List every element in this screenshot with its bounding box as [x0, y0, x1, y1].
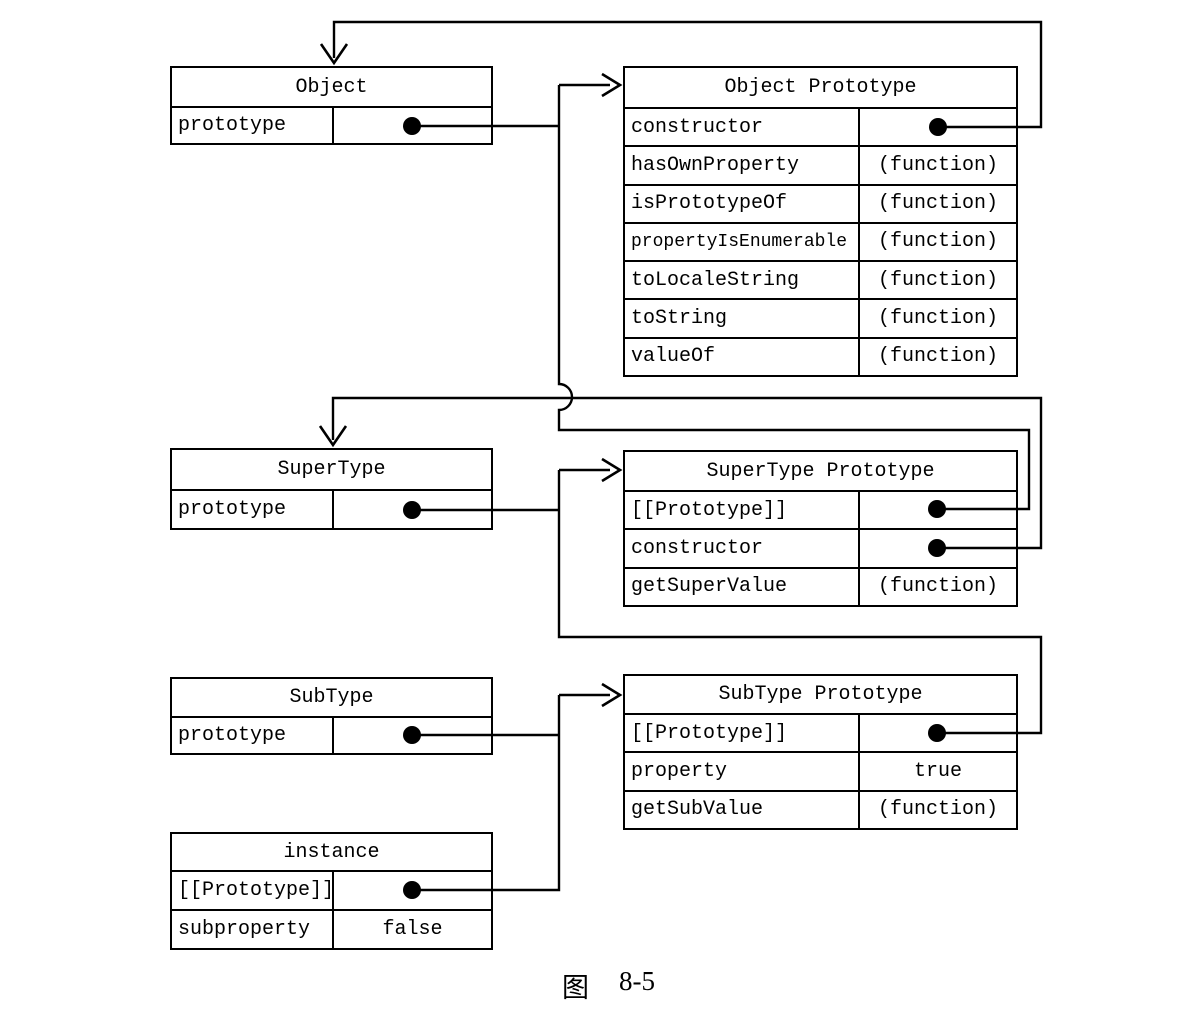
property-name: prototype [172, 108, 334, 143]
object-prototype-box-title: Object Prototype [625, 68, 1016, 109]
subproperty-row: subproperty false [172, 911, 491, 948]
property-value: (function) [877, 192, 999, 216]
property-name: property [625, 753, 860, 790]
property-value: true [913, 759, 962, 783]
subtype-prototype-box-title: SubType Prototype [625, 676, 1016, 715]
property-name: toLocaleString [625, 262, 860, 299]
propertyisenumerable-row: propertyIsEnumerable (function) [625, 223, 1016, 263]
property-name: constructor [625, 109, 860, 146]
object-prototype-row: prototype [172, 108, 491, 143]
valueof-row: valueOf (function) [625, 338, 1016, 375]
property-value: (function) [877, 153, 999, 177]
property-name: hasOwnProperty [625, 147, 860, 184]
subtype-prototype-box: SubType Prototype [[Prototype]] property… [623, 674, 1018, 830]
constructor-row: constructor [625, 530, 1016, 569]
instance-box: instance [[Prototype]] subproperty false [170, 832, 493, 950]
constructor-row: constructor [625, 109, 1016, 148]
property-value [334, 108, 491, 143]
property-name: getSubValue [625, 791, 860, 828]
tolocalestring-row: toLocaleString (function) [625, 262, 1016, 301]
object-box-title: Object [172, 68, 491, 108]
property-value [334, 872, 491, 909]
subtype-box-title: SubType [172, 679, 491, 718]
property-value [334, 491, 491, 528]
property-value: (function) [877, 268, 999, 292]
figure-caption-number: 8-5 [619, 966, 655, 996]
property-name: getSuperValue [625, 568, 860, 605]
proto-slot-row: [[Prototype]] [625, 492, 1016, 531]
supertype-prototype-box-title: SuperType Prototype [625, 452, 1016, 492]
property-value: (function) [877, 307, 999, 331]
property-name: propertyIsEnumerable [625, 223, 860, 261]
figure-caption-label: 图 [562, 973, 589, 1003]
supertype-box-title: SuperType [172, 450, 491, 491]
arrowhead-into-subtypeprototype [601, 682, 623, 708]
property-value: (function) [877, 575, 999, 599]
property-value [860, 109, 1016, 145]
property-name: subproperty [172, 911, 334, 948]
supertype-prototype-row: prototype [172, 491, 491, 528]
proto-slot-row: [[Prototype]] [625, 715, 1016, 754]
instance-box-title: instance [172, 834, 491, 872]
isprototypeof-row: isPrototypeOf (function) [625, 185, 1016, 224]
supertype-prototype-box: SuperType Prototype [[Prototype]] constr… [623, 450, 1018, 607]
proto-slot-row: [[Prototype]] [172, 872, 491, 911]
property-name: prototype [172, 491, 334, 528]
getsubvalue-row: getSubValue (function) [625, 791, 1016, 828]
property-value [334, 718, 491, 753]
property-name: toString [625, 300, 860, 337]
property-value: false [382, 918, 443, 941]
tostring-row: toString (function) [625, 300, 1016, 339]
property-name: [[Prototype]] [625, 715, 860, 752]
arrowhead-into-supertype [318, 425, 348, 448]
subtype-prototype-row: prototype [172, 718, 491, 753]
object-prototype-box: Object Prototype constructor hasOwnPrope… [623, 66, 1018, 377]
property-name: valueOf [625, 338, 860, 375]
hasownproperty-row: hasOwnProperty (function) [625, 147, 1016, 186]
subtype-box: SubType prototype [170, 677, 493, 755]
property-name: prototype [172, 718, 334, 753]
property-value: (function) [877, 230, 999, 254]
property-value [860, 715, 1016, 751]
arrowhead-into-supertypeprototype [601, 457, 623, 483]
figure-caption: 图 8-5 [562, 966, 655, 1005]
property-name: [[Prototype]] [625, 492, 860, 529]
getsupervalue-row: getSuperValue (function) [625, 568, 1016, 605]
object-box: Object prototype [170, 66, 493, 145]
property-value [860, 530, 1016, 566]
property-name: [[Prototype]] [172, 872, 334, 909]
property-value [860, 492, 1016, 528]
property-name: constructor [625, 530, 860, 567]
property-value: (function) [877, 798, 999, 822]
arrowhead-into-object [319, 43, 349, 66]
property-name: isPrototypeOf [625, 185, 860, 222]
supertype-box: SuperType prototype [170, 448, 493, 530]
property-row: property true [625, 753, 1016, 792]
property-value: (function) [877, 345, 999, 369]
arrowhead-into-objectprototype [601, 72, 623, 98]
